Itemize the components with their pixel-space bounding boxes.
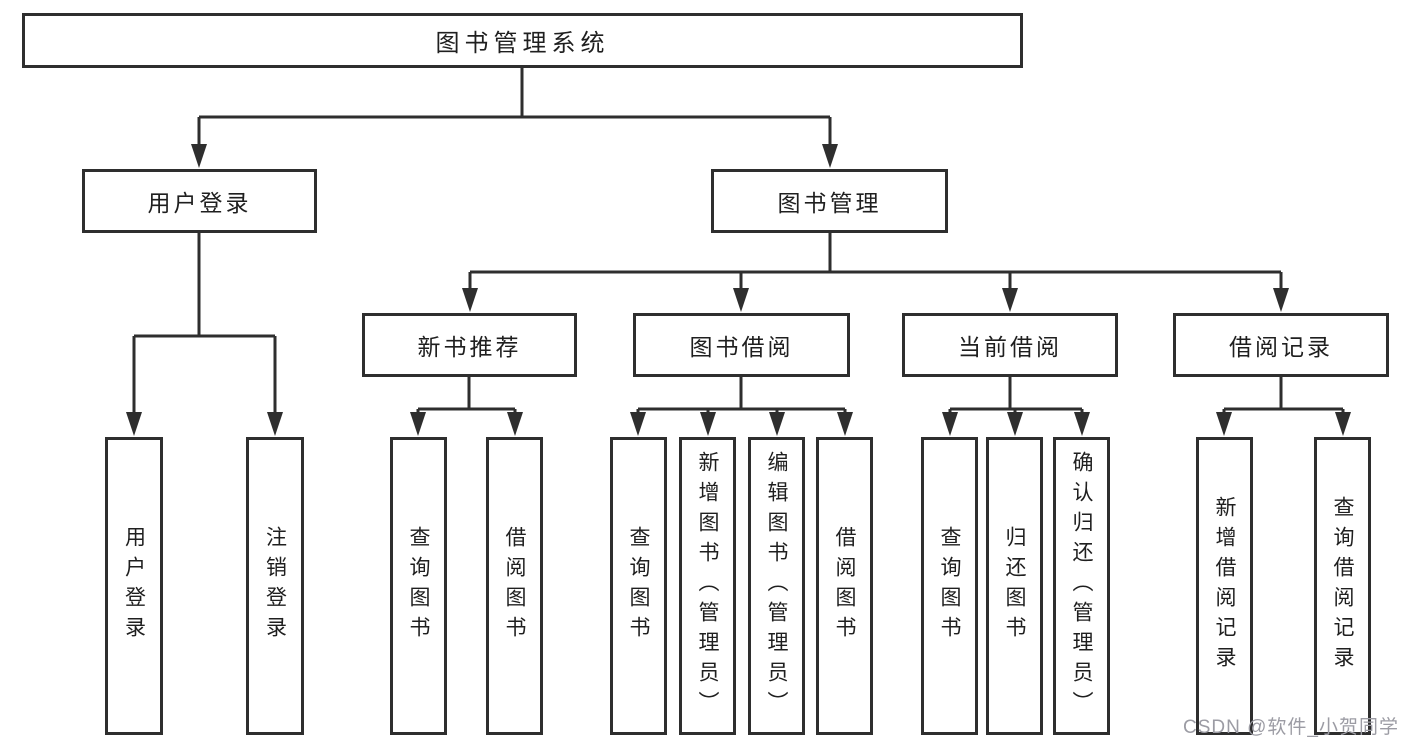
node-new-book-recommendation: 新书推荐: [362, 313, 577, 377]
node-borrowing-records: 借阅记录: [1173, 313, 1389, 377]
leaf-borrowing-query-books: 查询图书: [610, 437, 667, 735]
node-library-management-system: 图书管理系统: [22, 13, 1023, 68]
node-label: 查询图书: [407, 526, 430, 646]
leaf-add-borrow-record: 新增借阅记录: [1196, 437, 1253, 735]
node-label: 新增图书（管理员）: [696, 451, 719, 721]
node-book-management: 图书管理: [711, 169, 948, 233]
leaf-query-borrow-record: 查询借阅记录: [1314, 437, 1371, 735]
node-label: 图书管理: [777, 190, 882, 216]
leaf-recommend-query-books: 查询图书: [390, 437, 447, 735]
node-current-borrowing: 当前借阅: [902, 313, 1118, 377]
node-label: 用户登录: [122, 526, 146, 646]
node-label: 借阅图书: [833, 526, 856, 646]
csdn-watermark: CSDN @软件_小贺同学: [1183, 717, 1399, 738]
node-label: 图书借阅: [689, 334, 794, 360]
node-book-borrowing: 图书借阅: [633, 313, 850, 377]
node-user-login: 用户登录: [82, 169, 317, 233]
node-label: 借阅记录: [1229, 334, 1333, 360]
leaf-edit-books-admin: 编辑图书（管理员）: [748, 437, 805, 735]
node-label: 查询借阅记录: [1331, 496, 1354, 676]
node-label: 用户登录: [147, 190, 252, 216]
leaf-confirm-return-admin: 确认归还（管理员）: [1053, 437, 1110, 735]
node-label: 查询图书: [627, 526, 650, 646]
node-label: 新书推荐: [417, 334, 522, 360]
leaf-borrow-books: 借阅图书: [816, 437, 873, 735]
node-label: 注销登录: [263, 526, 287, 646]
node-label: 编辑图书（管理员）: [765, 451, 788, 721]
leaf-add-books-admin: 新增图书（管理员）: [679, 437, 736, 735]
node-label: 确认归还（管理员）: [1070, 451, 1093, 721]
arrowheads: [126, 144, 1351, 436]
node-label: 当前借阅: [958, 334, 1062, 360]
node-label: 归还图书: [1003, 526, 1026, 646]
leaf-return-books: 归还图书: [986, 437, 1043, 735]
node-label: 查询图书: [938, 526, 961, 646]
leaf-current-query-books: 查询图书: [921, 437, 978, 735]
leaf-logout: 注销登录: [246, 437, 304, 735]
node-label: 新增借阅记录: [1213, 496, 1236, 676]
node-label: 借阅图书: [503, 526, 526, 646]
leaf-user-login: 用户登录: [105, 437, 163, 735]
node-label: 图书管理系统: [435, 30, 610, 57]
leaf-recommend-borrow-books: 借阅图书: [486, 437, 543, 735]
